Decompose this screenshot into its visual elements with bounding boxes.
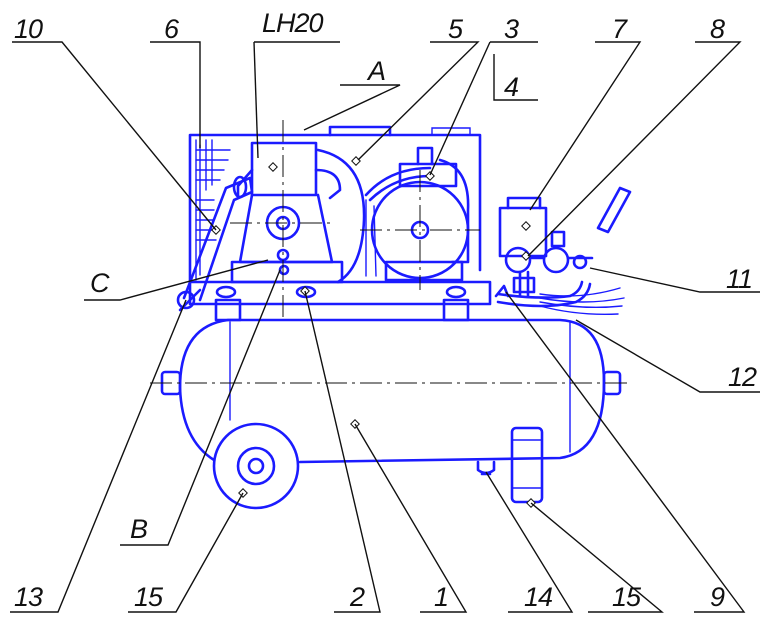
pressure-switch-assembly <box>498 186 632 298</box>
compressor-head <box>230 141 344 284</box>
wheel-right <box>510 426 544 504</box>
label-3: 3 <box>504 14 519 44</box>
label-2: 2 <box>349 582 365 612</box>
label-5: 5 <box>448 14 464 44</box>
label-9: 9 <box>710 582 725 612</box>
label-15-left: 15 <box>134 582 164 612</box>
label-c: C <box>90 268 110 298</box>
connecting-tube <box>176 175 254 312</box>
label-lh20: LH20 <box>262 8 324 38</box>
label-a: A <box>366 56 385 86</box>
pulley-belt <box>316 148 432 284</box>
base-frame <box>188 280 492 322</box>
label-14: 14 <box>524 582 552 612</box>
label-1: 1 <box>434 582 448 612</box>
leader-lines <box>10 41 760 613</box>
label-15-right: 15 <box>612 582 642 612</box>
label-10: 10 <box>14 14 43 44</box>
label-4: 4 <box>504 72 518 102</box>
wheel-left <box>212 422 300 510</box>
label-13: 13 <box>14 582 43 612</box>
callout-labels: 10 6 LH20 5 3 4 7 8 A C 11 12 B 13 15 2 … <box>14 8 758 612</box>
label-6: 6 <box>164 14 180 44</box>
label-7: 7 <box>612 14 628 44</box>
center-lines <box>150 120 630 384</box>
pipes-cables <box>494 280 625 315</box>
label-8: 8 <box>710 14 725 44</box>
label-11: 11 <box>726 264 752 294</box>
belt-guard <box>188 125 482 284</box>
label-b: B <box>130 514 148 544</box>
label-12: 12 <box>728 362 757 392</box>
compressor-outline <box>160 125 632 510</box>
